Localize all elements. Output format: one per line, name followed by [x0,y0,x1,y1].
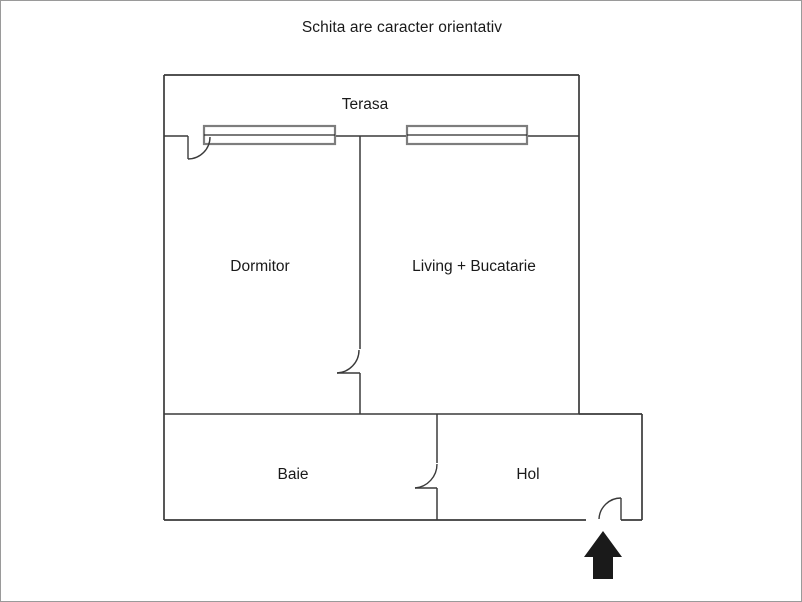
room-label-dormitor: Dormitor [230,258,289,275]
living-sliding-window [405,124,529,146]
dormitor-living-door [336,349,360,374]
arrow-shape [584,531,622,579]
room-label-hol: Hol [516,466,539,483]
page-title: Schita are caracter orientativ [301,19,503,36]
interior-walls [164,135,579,520]
dormitor-sliding-window [202,124,337,146]
dormitor-terrace-door [187,136,211,160]
room-label-baie: Baie [277,466,308,483]
room-label-terasa: Terasa [342,96,389,113]
door-swing-arc [414,463,438,489]
door-swing-arc [187,136,211,160]
room-label-living-bucatarie: Living + Bucatarie [412,258,536,275]
door-swing-arc [598,497,622,520]
entrance-direction-arrow [584,531,622,579]
hol-entrance-door [598,497,622,520]
exterior-walls [163,74,643,521]
door-swing-arc [336,349,360,374]
baie-hol-door [414,463,438,489]
